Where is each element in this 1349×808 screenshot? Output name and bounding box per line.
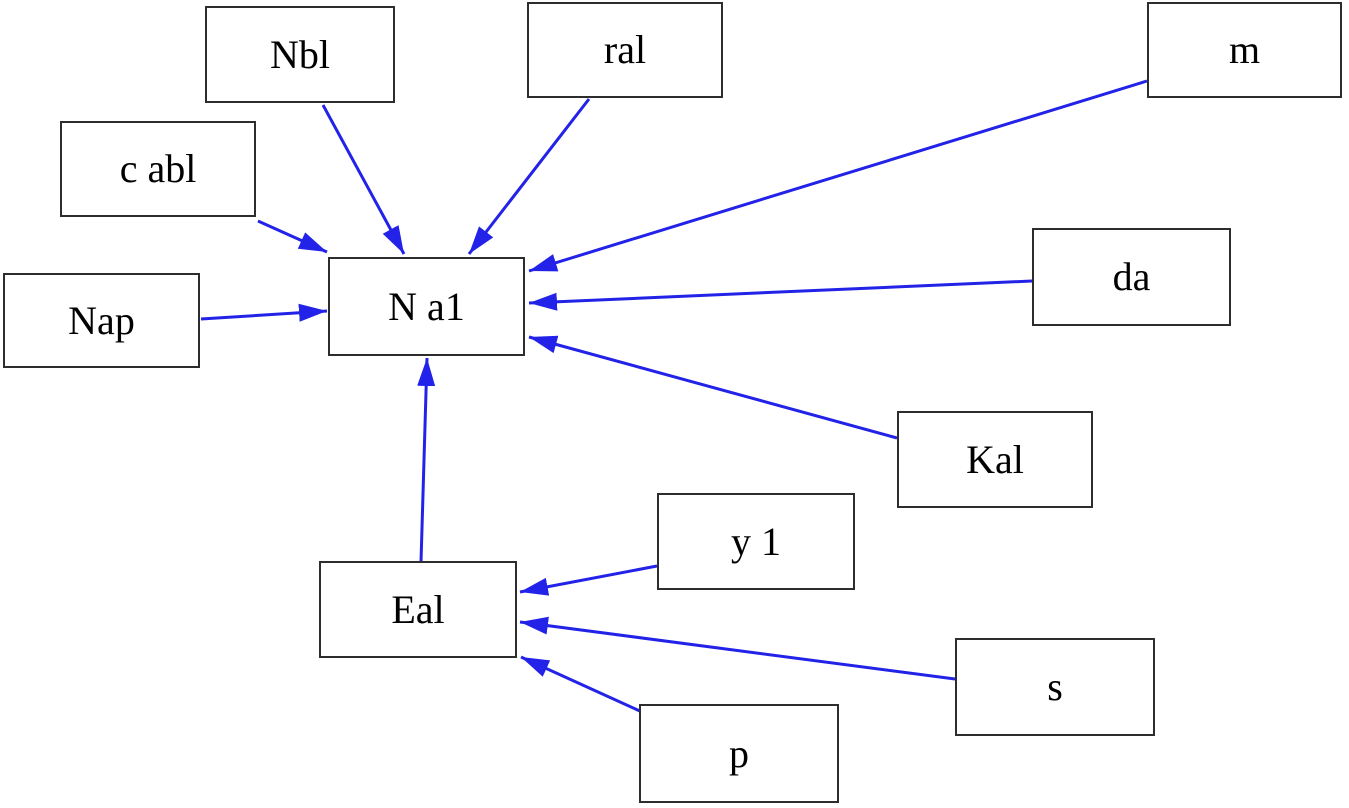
edge-da-to-na1 [528,279,1033,311]
node-s: s [955,638,1155,736]
node-p: p [639,704,839,803]
node-kal: Kal [897,411,1093,508]
edge-y1-to-eal [519,564,658,596]
edge-s-to-eal [519,616,956,681]
node-nap: Nap [3,273,200,368]
edge-p-to-eal [520,655,643,714]
edge-ral-to-na1 [467,98,591,255]
node-nbl: Nbl [205,6,395,103]
edge-eal-to-na1 [417,357,436,563]
node-ral: ral [527,2,723,98]
node-da: da [1032,228,1231,326]
node-eal: Eal [319,561,517,658]
edge-m-to-na1 [528,79,1148,273]
edge-nbl-to-na1 [321,104,406,255]
node-y1: y 1 [657,493,855,590]
node-m: m [1147,2,1342,98]
node-cabl: c abl [60,121,256,217]
edge-cabl-to-na1 [257,219,328,254]
edge-kal-to-na1 [528,335,898,440]
node-na1: N a1 [328,257,525,356]
edge-nap-to-na1 [200,303,328,322]
